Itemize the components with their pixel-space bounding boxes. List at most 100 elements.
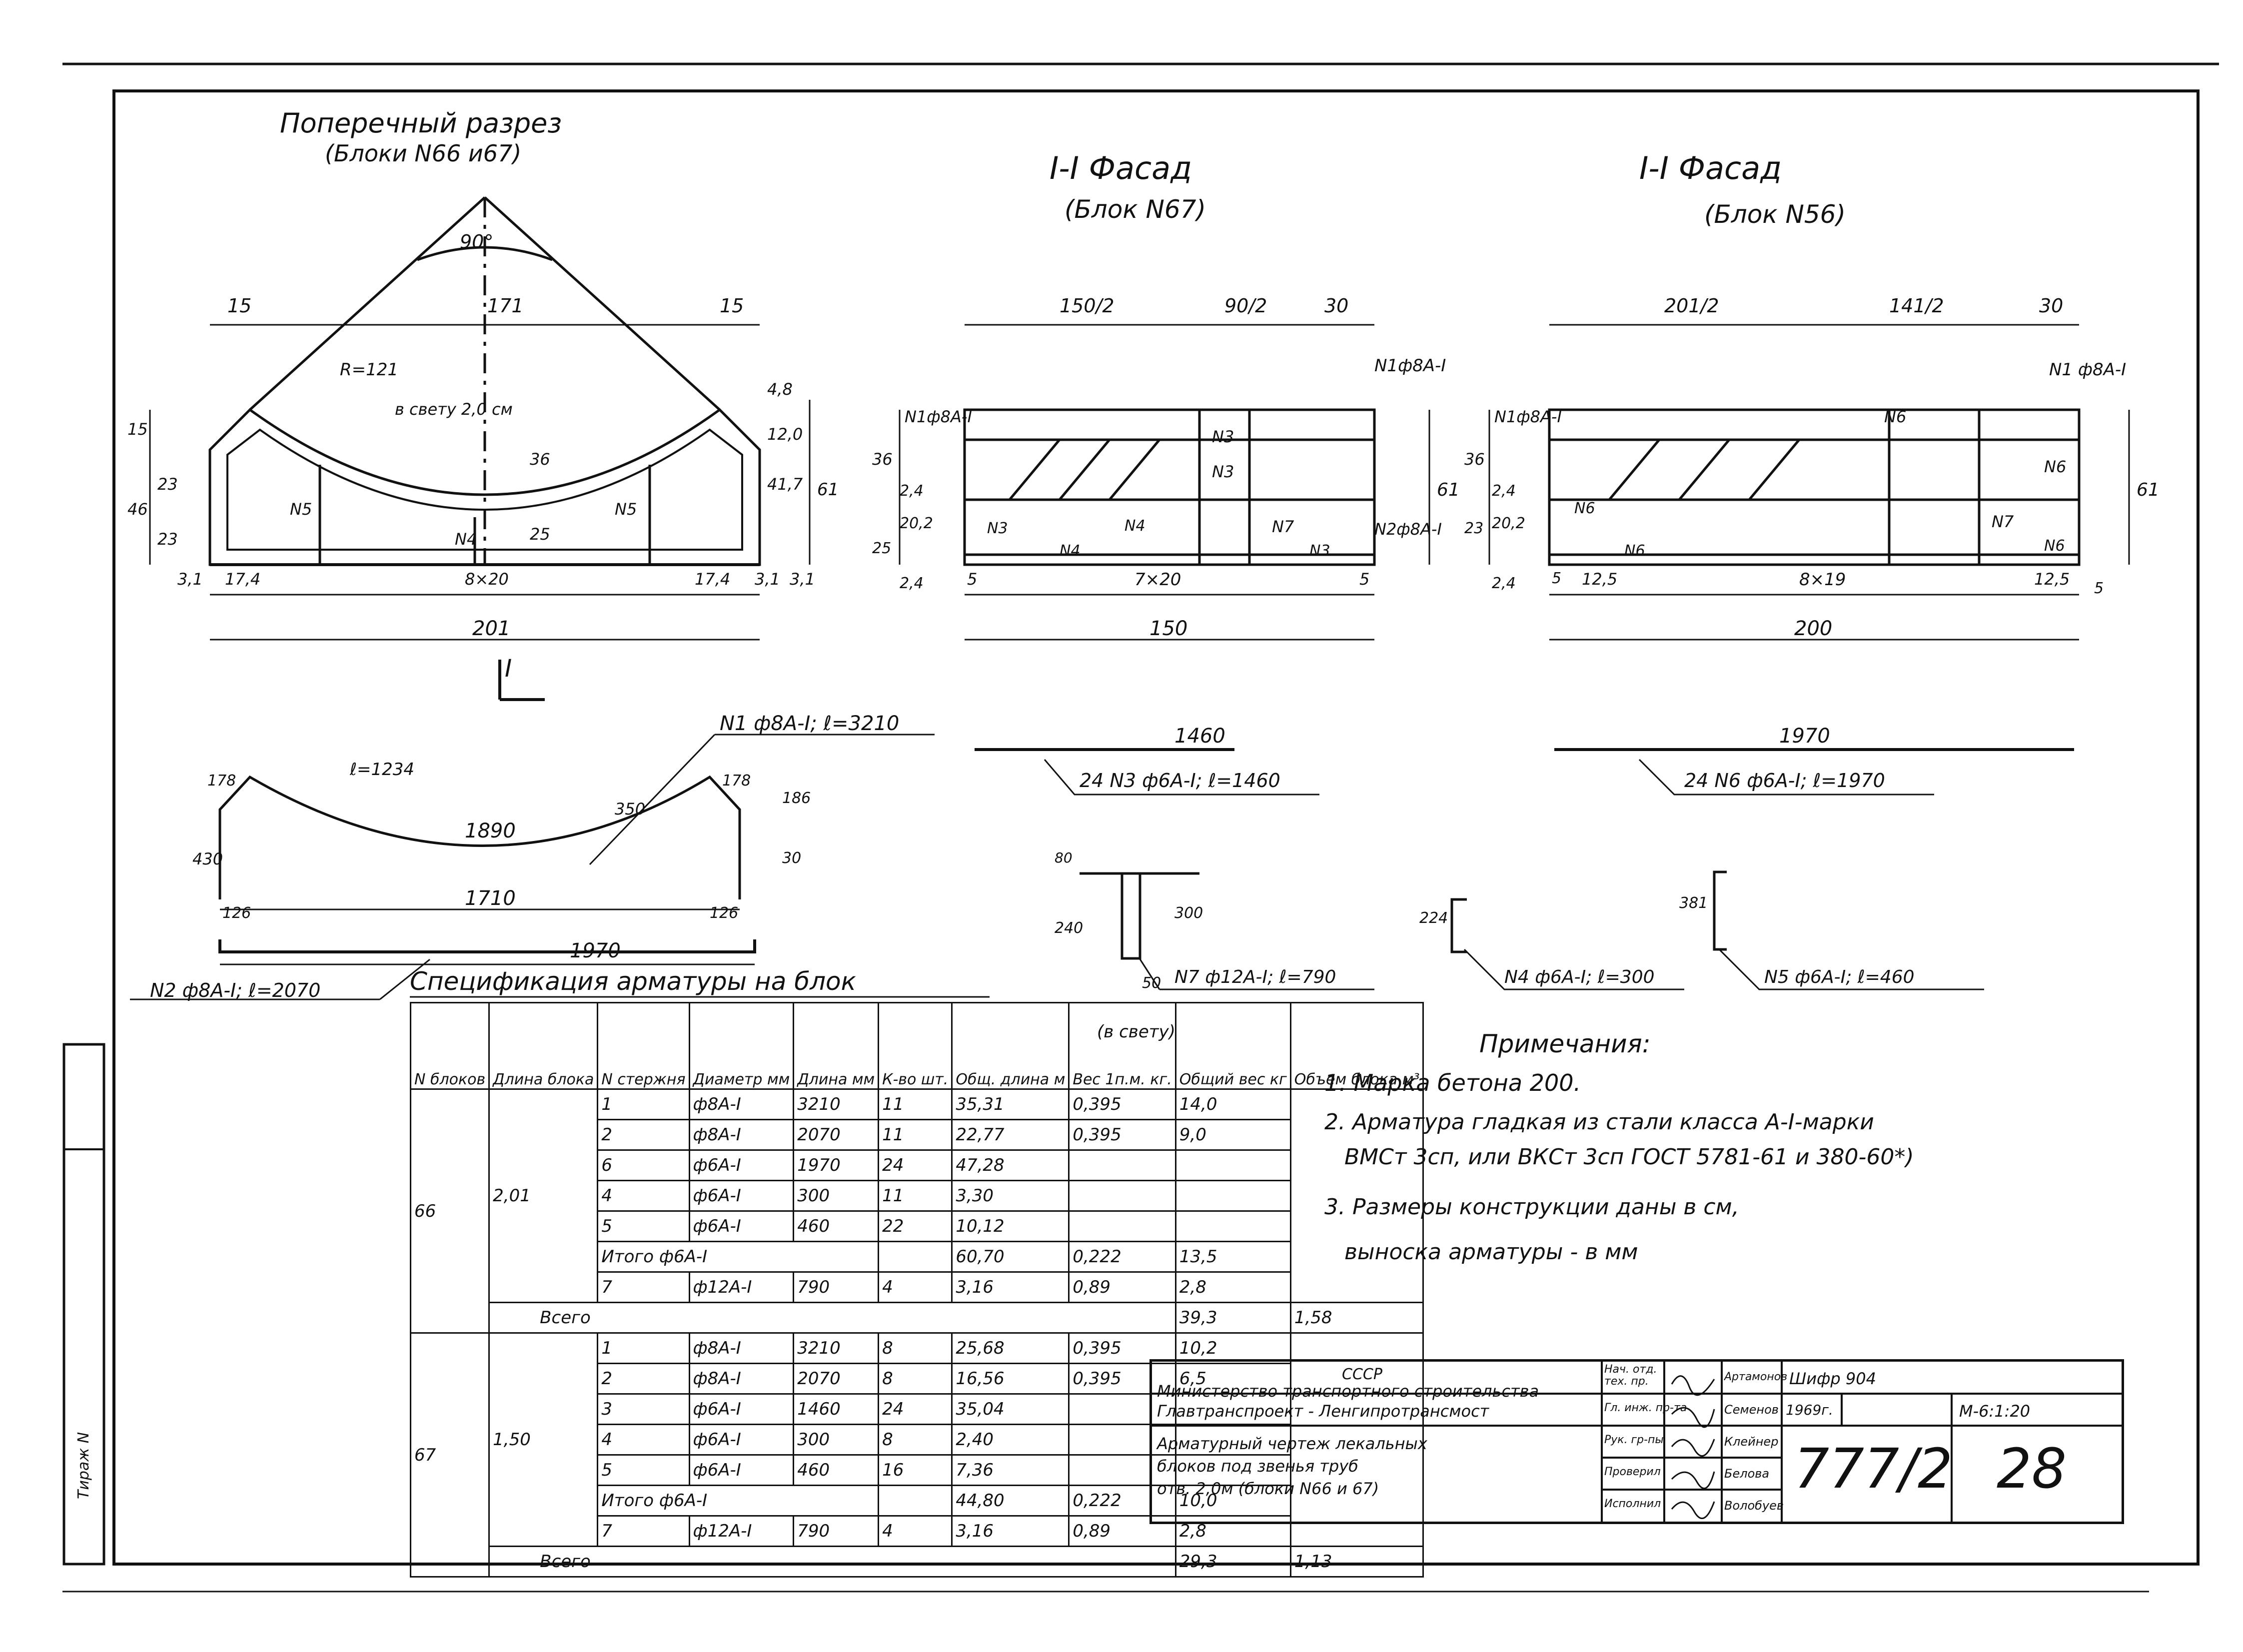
- cell: [1068, 1210, 1176, 1242]
- bar-n1-dim-30: 30: [782, 849, 802, 867]
- cell: 2: [597, 1119, 690, 1151]
- table-row-total: Всего 29,3 1,13: [411, 1546, 1424, 1578]
- bar-n1-dim-126-right: 126: [710, 904, 739, 922]
- cell: [1068, 1393, 1176, 1425]
- cross-section-dim-left-2: 46: [127, 500, 148, 519]
- facade-56-label-n6-b: N6: [2044, 457, 2067, 476]
- cell: 300: [793, 1424, 880, 1456]
- bar-n7-shape: [1121, 872, 1141, 960]
- cell: ф8A-I: [688, 1332, 795, 1364]
- tb-scale: М-6:1:20: [1959, 1402, 2031, 1421]
- cell: ф6A-I: [688, 1424, 795, 1456]
- total-label: Всего: [488, 1546, 1176, 1578]
- spec-table: N блоков Длина блока N стержня Диаметр м…: [409, 1002, 1424, 1578]
- cell: [1174, 1210, 1291, 1242]
- spec-header-length: Длина блока: [488, 1002, 599, 1090]
- bar-n7-dim-300: 300: [1174, 904, 1203, 922]
- tb-role-3: Рук. гр-пы: [1604, 1434, 1664, 1446]
- cell: 3,16: [951, 1271, 1070, 1303]
- facade-56-label-n1-left: N1ф8A-I: [1494, 407, 1562, 426]
- subtotal-weight: 13,5: [1174, 1241, 1291, 1273]
- cell: [1289, 1088, 1424, 1303]
- bar-n1-leader: [589, 734, 716, 865]
- cell: 8: [878, 1424, 953, 1456]
- cell: 1460: [793, 1393, 880, 1425]
- spec-header-bar-no: N стержня: [597, 1002, 690, 1090]
- bar-n4-dim: 224: [1419, 909, 1448, 927]
- cell: ф6A-I: [688, 1149, 795, 1181]
- tb-name-3: Клейнер: [1724, 1435, 1779, 1449]
- cell: [878, 1485, 953, 1517]
- cross-section-dim-right-4: 61: [817, 480, 839, 500]
- cell: 0,395: [1068, 1332, 1176, 1364]
- table-row-subtotal: Итого ф6A-I 60,70 0,222 13,5: [411, 1241, 1423, 1273]
- cell: [1174, 1424, 1291, 1456]
- spec-block-66: 66: [409, 1088, 490, 1334]
- bar-n2-label: N2 ф8A-I; ℓ=2070: [150, 979, 321, 1001]
- facade-67-label-n7: N7: [1272, 517, 1294, 536]
- subtotal-weight: 10,0: [1174, 1485, 1291, 1517]
- bar-n3-label-line: [1044, 759, 1319, 796]
- cross-section-dim-left-4: 23: [157, 530, 178, 549]
- bar-n5-label-line: [1718, 948, 1984, 990]
- tb-name-2: Семенов: [1724, 1403, 1779, 1417]
- cell: 300: [793, 1180, 880, 1212]
- subtotal-label: Итого ф6A-I: [597, 1485, 880, 1517]
- spec-header-total-length: Общ. длина м: [951, 1002, 1070, 1090]
- facade-67-subtitle: (Блок N67): [1065, 195, 1206, 224]
- note-1: 1. Марка бетона 200.: [1324, 1069, 1581, 1096]
- bar-n1-dim-radius: ℓ=1234: [350, 760, 415, 780]
- total-weight: 29,3: [1174, 1546, 1291, 1578]
- cell: 790: [793, 1515, 880, 1547]
- facade-67-dim-top-1: 150/2: [1060, 295, 1115, 317]
- bar-n6-label-line: [1638, 759, 1934, 796]
- facade-56-bar-3: [1748, 439, 1800, 501]
- facade-56-view: [1488, 324, 2130, 641]
- cell: 22,77: [951, 1119, 1070, 1151]
- cross-section-dim-right-2: 12,0: [767, 425, 803, 444]
- tb-role-4: Проверил: [1604, 1466, 1661, 1478]
- cell: 11: [878, 1088, 953, 1120]
- subtotal-length: 60,70: [951, 1241, 1070, 1273]
- spec-length-67: 1,50: [488, 1332, 599, 1547]
- cross-section-dim-total: 201: [472, 617, 511, 640]
- cross-section-dim-right-5: 3,1: [790, 570, 815, 589]
- facade-56-dim-left-4: 23: [1464, 520, 1484, 537]
- facade-56-dim-bottom-1: 5: [1552, 570, 1562, 587]
- table-row: 67 1,50 1 ф8A-I 3210 8 25,68 0,395 10,2: [409, 1332, 1424, 1578]
- bar-n7-dim-80: 80: [1055, 849, 1073, 866]
- cell: 7: [597, 1515, 690, 1547]
- cell: [1068, 1424, 1176, 1456]
- facade-56-dim-bottom-5: 5: [2094, 580, 2104, 597]
- table-row: 2 ф8A-I 2070 8 16,56 0,395 6,5: [411, 1363, 1423, 1395]
- table-row: 5 ф6A-I 460 22 10,12: [411, 1210, 1423, 1242]
- cell: 16: [878, 1454, 953, 1486]
- bar-n2-leader: [379, 958, 430, 1000]
- facade-56-dim-top-3: 30: [2039, 295, 2064, 317]
- title-block: СССР Министерство транспортного строител…: [1149, 1359, 2124, 1524]
- cross-section-dim-left-3: 23: [157, 475, 178, 494]
- cell: 1: [597, 1088, 690, 1120]
- cell: 790: [793, 1271, 880, 1303]
- facade-56-dim-left-3: 20,2: [1492, 515, 1525, 532]
- facade-67-dim-total: 150: [1149, 617, 1188, 640]
- cell: 3,30: [951, 1180, 1070, 1212]
- bar-n1-detail: [130, 734, 935, 1000]
- facade-67-label-n3-d: N3: [1309, 542, 1330, 560]
- tb-role-1: Нач. отд. тех. пр.: [1604, 1363, 1657, 1388]
- tb-name-5: Волобуев: [1724, 1499, 1784, 1513]
- tb-signatures: [1671, 1375, 1715, 1519]
- facade-67-dim-bottom-3: 5: [1359, 570, 1370, 589]
- cell: ф6A-I: [688, 1393, 795, 1425]
- cross-section-clearance-label: в свету 2,0 см: [395, 400, 513, 419]
- note-2-cont: ВМСт 3сп, или ВКСт 3сп ГОСТ 5781-61 и 38…: [1344, 1144, 1914, 1170]
- facade-56-dim-bottom-3: 8×19: [1799, 570, 1846, 590]
- tb-sheet-no: 28: [1997, 1437, 2067, 1501]
- cross-section-dim-bottom-5: 3,1: [755, 570, 780, 589]
- table-row: 4 ф6A-I 300 8 2,40: [411, 1424, 1423, 1456]
- bar-n3-n6-details: [975, 748, 2074, 796]
- facade-56-dim-right: 61: [2137, 480, 2160, 500]
- cell: 6: [597, 1149, 690, 1181]
- cell: 4: [878, 1271, 953, 1303]
- cell: [1174, 1149, 1291, 1181]
